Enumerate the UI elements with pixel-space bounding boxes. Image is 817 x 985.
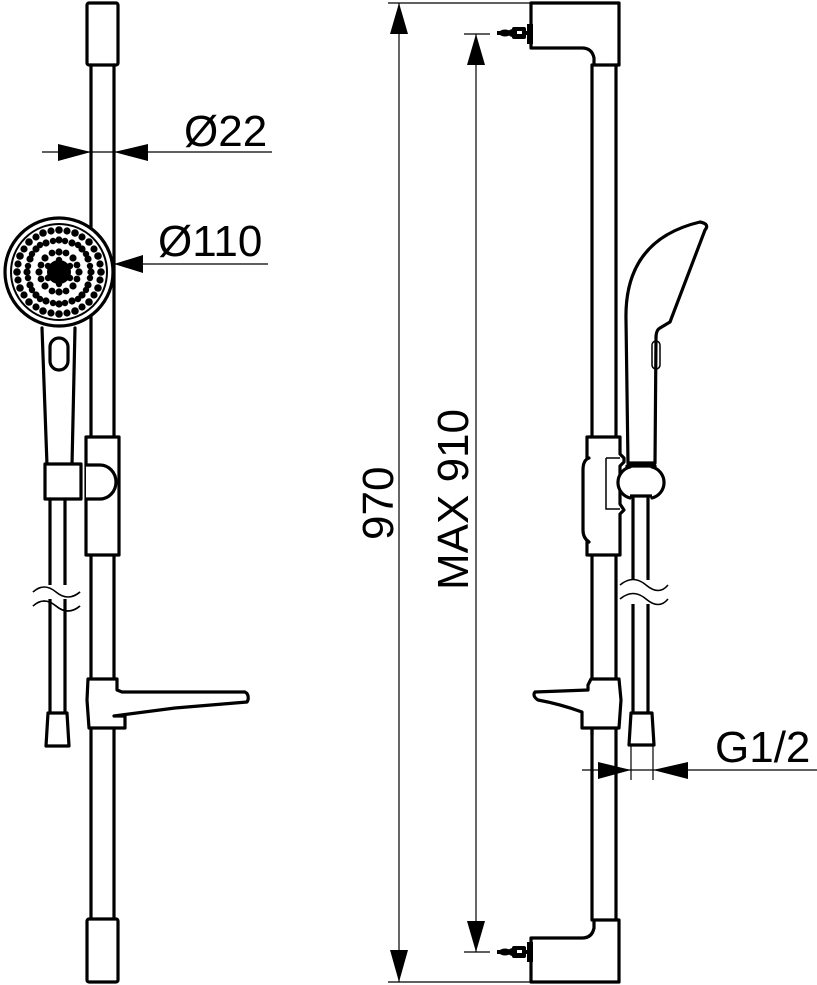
top-wall-bracket — [529, 1, 621, 67]
bottom-wall-screw-icon — [497, 946, 527, 958]
top-end-cap — [85, 1, 120, 67]
hose-connection-dimension: G1/2 — [582, 723, 817, 779]
shower-head-diameter-dimension: Ø110 — [114, 217, 268, 273]
spray-button — [48, 336, 70, 372]
max-mount-label: MAX 910 — [429, 409, 478, 590]
hose-side — [619, 496, 669, 780]
rail-diameter-label: Ø22 — [184, 107, 267, 156]
shower-side-profile — [624, 220, 709, 465]
shower-head-diameter-label: Ø110 — [158, 217, 262, 266]
soap-dish-arm-side — [532, 677, 623, 730]
top-wall-screw-icon — [497, 27, 527, 39]
slider-holder-front — [43, 435, 121, 557]
front-view: Ø22 — [3, 1, 272, 984]
overall-height-label: 970 — [354, 467, 403, 540]
holder-cup — [43, 462, 83, 501]
hose-nut — [44, 711, 71, 748]
soap-dish-arm — [85, 677, 250, 730]
nozzle-pattern — [13, 226, 105, 318]
slider-holder-side — [581, 435, 666, 557]
height-dimensions: 970 MAX 910 — [354, 2, 535, 983]
hand-shower-front — [3, 216, 115, 467]
holder-knob — [84, 463, 118, 501]
bottom-end-cap — [85, 917, 120, 984]
hand-shower-side — [624, 220, 709, 465]
hose-connection-label: G1/2 — [715, 723, 810, 772]
soap-dish-bracket-front — [85, 677, 250, 730]
side-view: G1/2 — [497, 1, 817, 984]
holder-cup-side — [625, 464, 657, 498]
rail-diameter-dimension: Ø22 — [42, 107, 272, 161]
bottom-wall-bracket — [529, 918, 621, 984]
soap-dish-bracket-side — [532, 677, 623, 737]
slider-grip — [581, 456, 591, 544]
hose-front — [32, 497, 81, 748]
hose-nut-side — [627, 711, 656, 747]
